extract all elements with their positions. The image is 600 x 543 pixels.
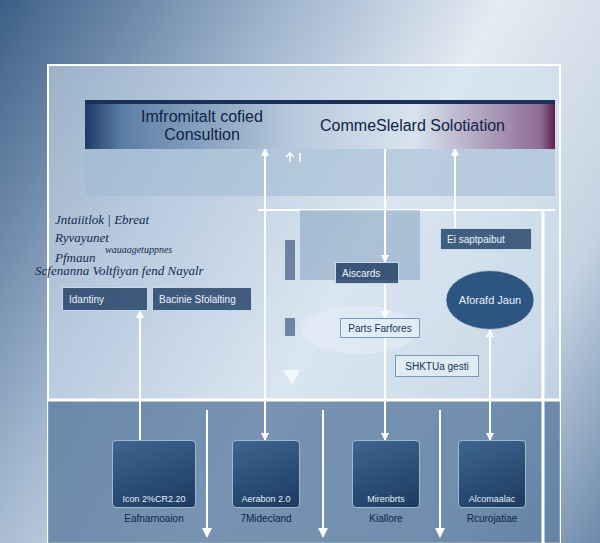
icon-tile: MirenbrtsKiallore [352,440,420,508]
icon-caption: 7Midecland [240,513,291,524]
down-arrow [439,410,441,530]
small-arrows [286,153,300,162]
node-text: Icon 2%CR2.20 [122,494,185,504]
node-text: Parts Farfores [348,323,411,334]
arrow-head [435,528,445,538]
node-text: Ei saptpaibut [447,234,505,245]
lower-panel [48,400,560,543]
connector-arrow [384,149,386,262]
info-box: Ei saptpaibut [440,228,532,250]
side-label: Scfenanna Voltfiyan fend Nayalr [35,263,204,279]
image-box: Bacinie Sfolalting [152,287,252,311]
connector-arrow [264,149,266,440]
node-text: Aerabon 2.0 [241,494,290,504]
icon-caption: Kiallore [369,513,402,524]
node-text: Aforafd Jaun [459,294,521,306]
arrow-head [202,528,212,538]
icon-tile: AlcomaalacRcurojatiae [458,440,526,508]
node-text: Mirenbrts [367,494,405,504]
tag-box: SHKTUa gesti [395,355,479,377]
screen-graphic [300,210,420,280]
screen-box: Aiscards [335,262,399,284]
icon-tile: Aerabon 2.07Midecland [232,440,300,508]
connector-arrow [489,330,491,440]
connector-arrow [139,311,141,440]
header-band: Imfromitalt cofied Consultion CommeSlelar… [85,100,555,149]
node-text: Alcomaalac [469,494,516,504]
connector-arrow [454,149,456,228]
connector-arrow [384,338,386,440]
icon-caption: Rcurojatiae [467,513,518,524]
bar-graphic [285,318,295,336]
sub-band [85,148,555,196]
arrow-head [318,528,328,538]
globe-circle: Aforafd Jaun [445,270,535,330]
frame-panel [48,65,560,543]
arrow-glyph [283,370,300,385]
connector-arrow [384,284,386,318]
icon-tile: Icon 2%CR2.20Eafnarnoaion [112,440,196,508]
side-label: wauaagetuppnes [105,244,172,255]
node-text: Bacinie Sfolalting [159,294,236,305]
label-box: Parts Farfores [340,318,420,338]
icon-caption: Eafnarnoaion [124,513,184,524]
down-arrow [322,410,324,530]
divider-line [48,399,560,402]
image-box: Idantiny [62,287,148,311]
side-label: Jntaiitlok | Ebreat [55,212,149,228]
down-arrow [206,410,208,530]
node-text: Aiscards [342,268,380,279]
side-rail [542,210,545,543]
disk-graphic [302,306,418,354]
node-text: SHKTUa gesti [405,361,468,372]
node-text: Imfromitalt cofied Consultion [107,108,297,145]
bar-graphic [285,240,295,280]
node-text: Idantiny [69,294,104,305]
side-label: Ryvayunet [55,230,109,246]
node-text: CommeSlelard Solotiation [320,117,505,135]
